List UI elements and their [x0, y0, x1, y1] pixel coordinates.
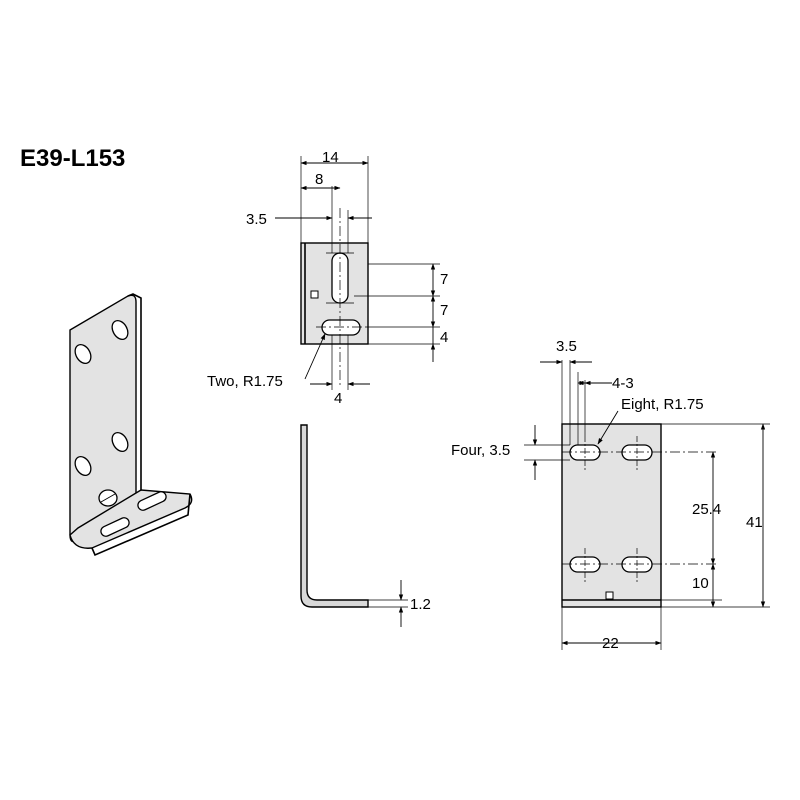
- isometric-bracket: [69, 293, 193, 557]
- dim-4-3: 4-3: [612, 375, 634, 392]
- radius-note-eight: Eight, R1.75: [621, 396, 704, 413]
- side-view: 1.2: [300, 424, 431, 627]
- dim-1-2: 1.2: [410, 596, 431, 613]
- dim-4-slot: 4: [334, 390, 342, 407]
- front-view: 14 8 3.5 7 7 4 Two, R1.75 4: [207, 149, 448, 407]
- dim-14: 14: [322, 149, 339, 166]
- dim-3-5-front: 3.5: [246, 211, 267, 228]
- dim-4-edge: 4: [440, 329, 448, 346]
- base-view: 3.5 4-3 Eight, R1.75 Four, 3.5 25.4 10 4…: [451, 338, 770, 652]
- model-title: E39-L153: [20, 145, 125, 172]
- dim-25-4: 25.4: [692, 501, 721, 518]
- dim-41: 41: [746, 514, 763, 531]
- dim-10: 10: [692, 575, 709, 592]
- dim-22: 22: [602, 635, 619, 652]
- dim-8: 8: [315, 171, 323, 188]
- dim-3-5-base: 3.5: [556, 338, 577, 355]
- hole-note-four: Four, 3.5: [451, 442, 510, 459]
- radius-note-two: Two, R1.75: [207, 373, 283, 390]
- dim-7-a: 7: [440, 271, 448, 288]
- dim-7-b: 7: [440, 302, 448, 319]
